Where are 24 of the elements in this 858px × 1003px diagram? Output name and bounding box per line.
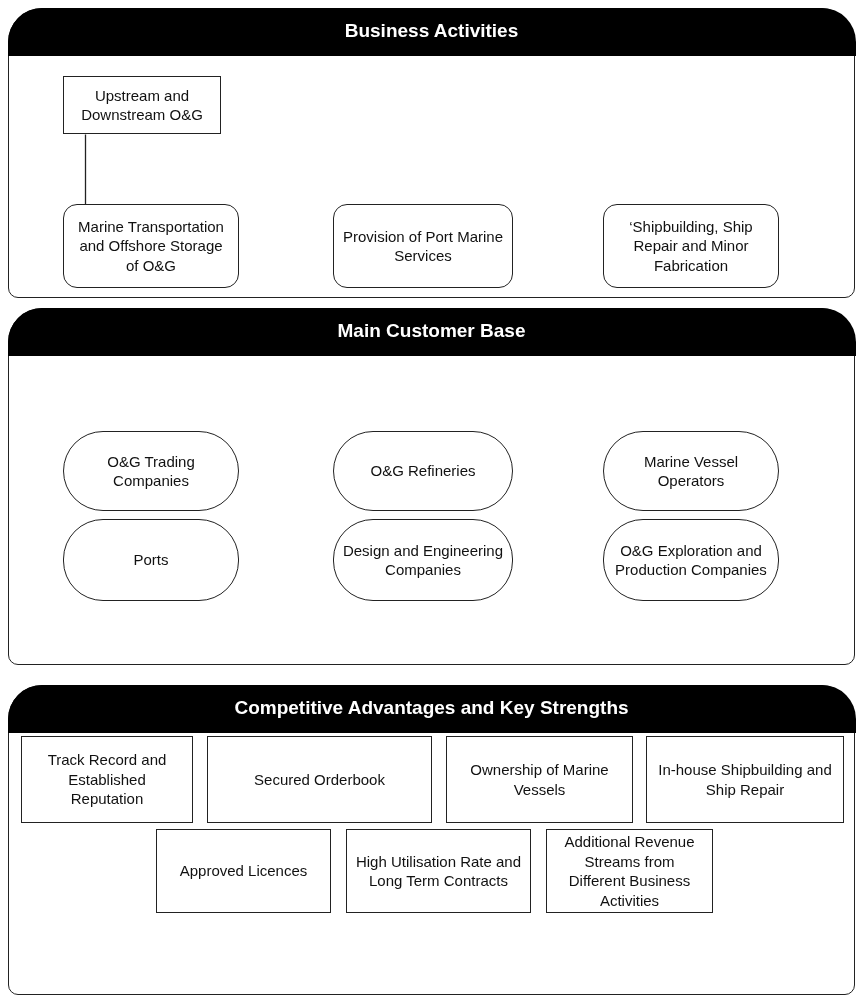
activity-box: Marine Transportation and Offshore Storage of O&G xyxy=(63,204,239,288)
section-panel xyxy=(8,8,855,298)
section-heading: Competitive Advantages and Key Strengths xyxy=(7,684,856,733)
section-panel xyxy=(8,308,855,665)
strength-box: Approved Licences xyxy=(156,829,331,913)
activity-box: ‘Shipbuilding, Ship Repair and Minor Fabrication xyxy=(603,204,779,288)
strength-box: Upstream and Downstream O&G xyxy=(63,76,221,134)
customer-pill: Marine Vessel Operators xyxy=(603,431,779,511)
customer-pill: Ports xyxy=(63,519,239,601)
section-panel xyxy=(8,685,855,995)
customer-pill: Design and Engineering Companies xyxy=(333,519,513,601)
strength-box: Secured Orderbook xyxy=(207,736,432,823)
strength-box: Track Record and Established Reputation xyxy=(21,736,193,823)
activity-box: Provision of Port Marine Services xyxy=(333,204,513,288)
section-heading: Main Customer Base xyxy=(7,307,856,356)
section-heading: Business Activities xyxy=(7,7,856,56)
strength-box: High Utilisation Rate and Long Term Contracts xyxy=(346,829,531,913)
strength-box: Additional Revenue Streams from Different Business Activities xyxy=(546,829,713,913)
customer-pill: O&G Refineries xyxy=(333,431,513,511)
strength-box: Ownership of Marine Vessels xyxy=(446,736,633,823)
customer-pill: O&G Exploration and Production Companies xyxy=(603,519,779,601)
strength-box: In-house Shipbuilding and Ship Repair xyxy=(646,736,844,823)
connector-line xyxy=(84,133,87,206)
customer-pill: O&G Trading Companies xyxy=(63,431,239,511)
